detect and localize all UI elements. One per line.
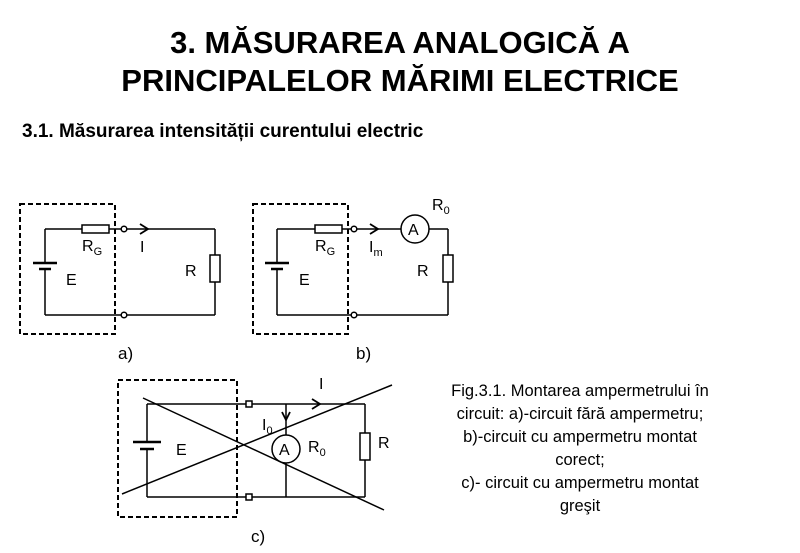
svg-text:I0: I0 — [262, 417, 273, 437]
caption-line-2: circuit: a)-circuit fără ampermetru; — [456, 405, 704, 423]
svg-text:R0: R0 — [308, 439, 326, 459]
circuit-a: RG E I R a) — [19, 203, 221, 363]
circuit-c: E I I0 A R0 R c) — [117, 376, 393, 546]
label-im-b-sub: m — [373, 247, 382, 259]
resistor-r-b — [442, 254, 454, 283]
caption-line-4: corect; — [555, 451, 605, 469]
cross-line-2 — [121, 384, 393, 495]
label-ammeter-b: A — [408, 222, 419, 239]
svg-text:R0: R0 — [432, 197, 450, 217]
label-r0-b: R — [432, 197, 444, 214]
caption-line-5: c)- circuit cu ampermetru montat — [461, 474, 699, 492]
label-rg-b: R — [315, 238, 327, 255]
generator-box-c — [117, 379, 238, 518]
resistor-rg-b — [314, 224, 343, 234]
title-line-2: PRINCIPALELOR MĂRIMI ELECTRICE — [121, 63, 679, 98]
resistor-rg-a — [81, 224, 110, 234]
circuit-b: RG E Im A R0 R b) — [252, 197, 454, 363]
svg-text:RG: RG — [315, 238, 335, 258]
label-r-b: R — [417, 263, 429, 280]
current-arrow-c — [311, 398, 322, 410]
label-circuit-b: b) — [356, 344, 371, 363]
label-i0-c-sub: 0 — [266, 425, 272, 437]
resistor-r-a — [209, 254, 221, 283]
caption-line-6: greşit — [559, 497, 601, 515]
cross-line-1 — [142, 397, 385, 511]
label-i-a: I — [140, 239, 144, 256]
label-r0-c-sub: 0 — [320, 447, 326, 459]
label-r0-c: R — [308, 439, 320, 456]
title-line-1: 3. MĂSURAREA ANALOGICĂ A — [170, 25, 630, 60]
caption-line-1: Fig.3.1. Montarea ampermetrului în — [451, 382, 709, 400]
svg-text:Im: Im — [369, 239, 383, 259]
label-r-c: R — [378, 435, 390, 452]
resistor-r-c — [359, 432, 371, 461]
label-r0-b-sub: 0 — [444, 205, 450, 217]
current-arrow-b — [369, 223, 380, 235]
svg-text:RG: RG — [82, 238, 102, 258]
generator-box-b — [252, 203, 349, 335]
label-rg-a: R — [82, 238, 94, 255]
current-arrow-i0-c — [281, 411, 291, 423]
label-circuit-a: a) — [118, 344, 133, 363]
page-title: 3. MĂSURAREA ANALOGICĂ A PRINCIPALELOR M… — [0, 24, 800, 100]
label-im-b: I — [369, 239, 373, 256]
terminal-bottom-c — [245, 493, 253, 501]
label-r-a: R — [185, 263, 197, 280]
terminal-top-c — [245, 400, 253, 408]
label-rg-b-sub: G — [327, 246, 336, 258]
label-e-a: E — [66, 272, 77, 289]
label-e-c: E — [176, 442, 187, 459]
figure-caption: Fig.3.1. Montarea ampermetrului în circu… — [410, 380, 750, 518]
caption-line-3: b)-circuit cu ampermetru montat — [463, 428, 697, 446]
label-i0-c: I — [262, 417, 266, 434]
current-arrow-a — [139, 223, 150, 235]
label-circuit-c: c) — [251, 527, 265, 546]
generator-box-a — [19, 203, 116, 335]
section-heading: 3.1. Măsurarea intensității curentului e… — [22, 121, 424, 142]
label-e-b: E — [299, 272, 310, 289]
label-ammeter-c: A — [279, 442, 290, 459]
label-rg-a-sub: G — [94, 246, 103, 258]
label-i-c: I — [319, 376, 323, 393]
